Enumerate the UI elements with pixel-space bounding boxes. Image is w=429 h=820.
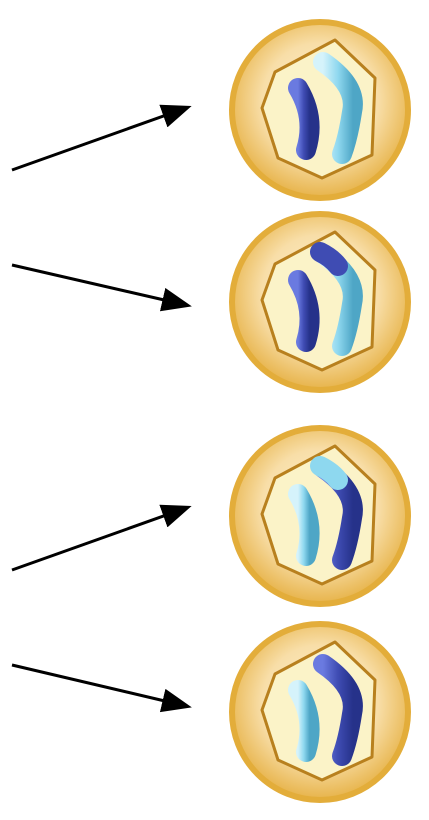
chromosome-dark bbox=[298, 88, 310, 150]
chromosome-light bbox=[298, 690, 310, 752]
arrow-3 bbox=[12, 508, 186, 570]
arrow-4 bbox=[12, 665, 186, 706]
arrow-2 bbox=[12, 265, 186, 305]
chromosome-dark-tip bbox=[320, 252, 338, 266]
cell-4 bbox=[232, 624, 408, 800]
arrow-1 bbox=[12, 108, 186, 170]
chromosome-light bbox=[298, 494, 310, 556]
cell-1 bbox=[232, 22, 408, 198]
chromosome-dark bbox=[298, 280, 310, 342]
chromosome-light-tip bbox=[320, 466, 338, 480]
cell-2 bbox=[232, 214, 408, 390]
cell-3 bbox=[232, 428, 408, 604]
